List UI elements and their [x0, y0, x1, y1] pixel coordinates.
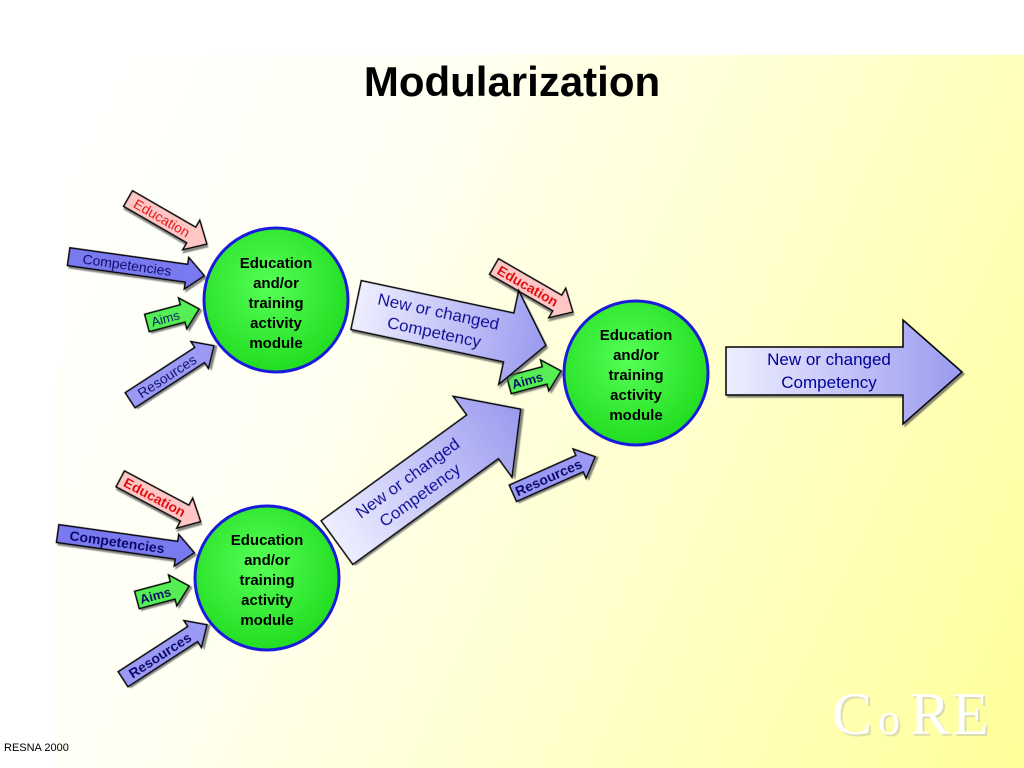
module-text-line: Education	[240, 255, 313, 272]
svg-text:R: R	[912, 683, 952, 749]
education-input-arrow: Education	[122, 189, 208, 251]
svg-text:R: R	[910, 681, 950, 747]
module-text-line: activity	[250, 315, 302, 332]
module-circle-1: Education and/or training activity modul…	[202, 226, 350, 374]
module-text-line: Education	[600, 327, 673, 344]
resources-input-label: Resources	[126, 629, 195, 682]
module-circle-2: Education and/or training activity modul…	[193, 504, 341, 652]
module-text-line: module	[240, 612, 293, 629]
module-text-line: and/or	[613, 347, 659, 364]
module-text-line: training	[249, 295, 304, 312]
resources-input-arrow: Resources	[508, 447, 597, 503]
resources-input-label: Resources	[135, 351, 200, 401]
aims-input-label: Aims	[150, 307, 182, 329]
svg-text:o: o	[878, 695, 900, 744]
module-text-line: training	[609, 367, 664, 384]
svg-text:E: E	[954, 683, 991, 749]
final-output-line-2: Competency	[781, 373, 877, 392]
final-output-arrow: New or changed Competency	[725, 318, 964, 426]
module-text-line: and/or	[253, 275, 299, 292]
module-1-inputs: Education Competencies Aims Resources	[66, 189, 215, 409]
module-text-line: training	[240, 572, 295, 589]
module-text-line: and/or	[244, 552, 290, 569]
resources-input-arrow: Resources	[117, 619, 208, 688]
module-text-line: module	[249, 335, 302, 352]
education-input-label: Education	[131, 196, 193, 241]
module-2-inputs: Education Competencies Aims Resources	[55, 469, 208, 688]
education-input-label: Education	[495, 262, 562, 310]
page-title: Modularization	[363, 58, 661, 105]
slide-background	[55, 55, 1024, 768]
footer-text: RESNA 2000	[4, 742, 69, 754]
core-logo: C C o o R R E E	[832, 681, 991, 749]
education-input-arrow: Education	[115, 469, 202, 530]
module-text-line: activity	[241, 592, 293, 609]
aims-input-arrow: Aims	[143, 296, 201, 333]
svg-text:o: o	[880, 697, 902, 746]
final-output-line-1: New or changed	[767, 350, 891, 369]
competencies-input-label: Competencies	[82, 251, 173, 279]
module-text-line: module	[609, 407, 662, 424]
svg-text:E: E	[952, 681, 989, 747]
svg-text:C: C	[832, 681, 872, 747]
aims-input-arrow: Aims	[133, 573, 191, 610]
module-text-line: activity	[610, 387, 662, 404]
module-text-line: Education	[231, 532, 304, 549]
aims-input-arrow: Aims	[505, 358, 563, 395]
svg-text:C: C	[834, 683, 874, 749]
competencies-input-arrow: Competencies	[55, 523, 196, 568]
output-arrow-module-1: New or changed Competency	[350, 279, 547, 387]
output-arrow-module-2: New or changed Competency	[320, 395, 522, 566]
competencies-input-label: Competencies	[69, 527, 166, 556]
resources-input-label: Resources	[513, 455, 585, 499]
module-circle-3: Education and/or training activity modul…	[562, 299, 710, 447]
resources-input-arrow: Resources	[124, 340, 215, 409]
education-input-label: Education	[121, 474, 188, 520]
